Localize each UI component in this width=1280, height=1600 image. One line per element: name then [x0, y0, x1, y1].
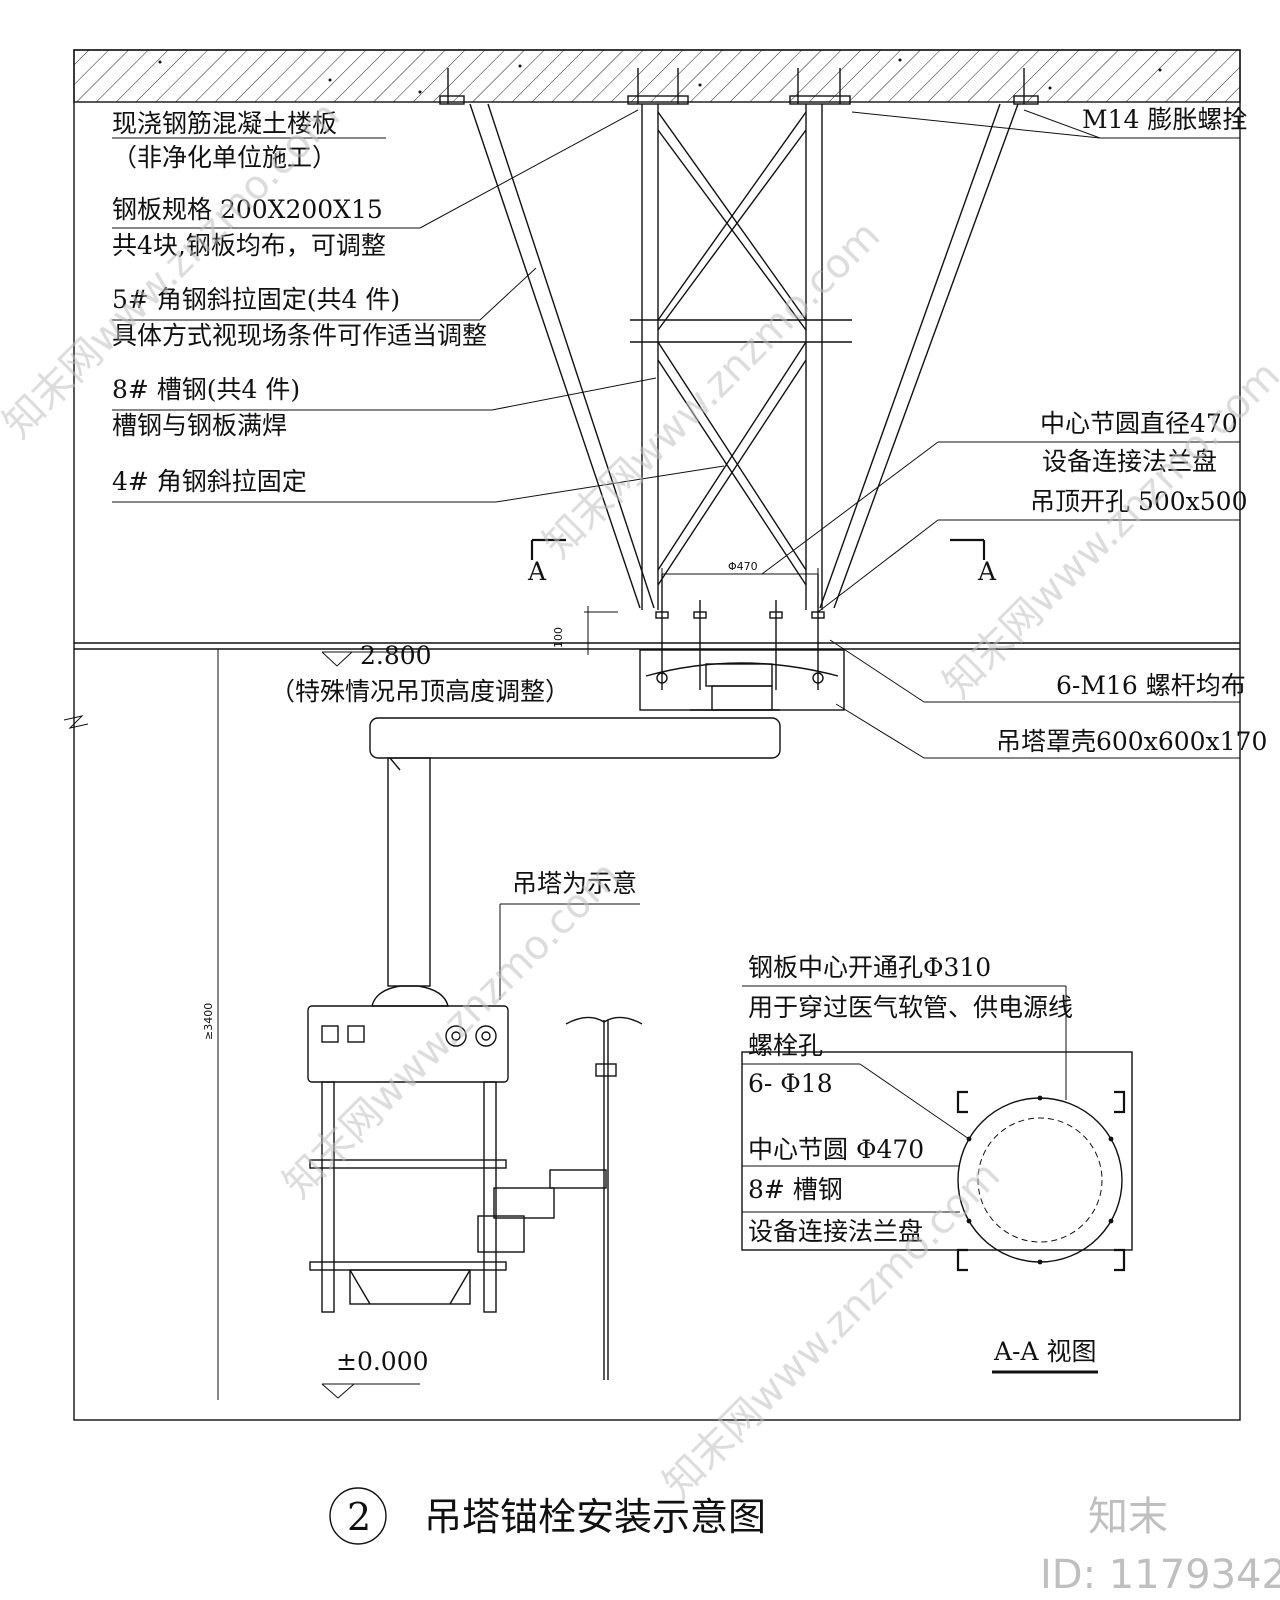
label-aa-flange: 设备连接法兰盘: [748, 1217, 923, 1246]
watermark-id: ID: 1179342829: [1040, 1552, 1280, 1598]
title-text: 吊塔锚栓安装示意图: [424, 1495, 766, 1539]
watermark-brand: 知末: [1088, 1494, 1168, 1540]
dim-470-label: Φ470: [728, 560, 758, 573]
label-slab-note: （非净化单位施工）: [112, 143, 337, 172]
watermark-text: 知末网www.znzmo.com: [935, 353, 1280, 708]
ceiling-line: [74, 642, 1240, 650]
label-aa-hole: 钢板中心开通孔Φ310: [748, 953, 991, 982]
dim-height-label: ≥3400: [202, 1003, 215, 1040]
m16-rods: [655, 574, 825, 690]
label-cover: 吊塔罩壳600x600x170: [996, 727, 1267, 756]
label-angle5-note: 具体方式视现场条件可作适当调整: [112, 321, 487, 350]
section-marker-right: A: [950, 538, 997, 586]
tower-arm: [369, 709, 781, 759]
watermark-text: 知末网www.znzmo.com: [275, 853, 630, 1208]
label-channel8: 8# 槽钢(共4 件): [112, 375, 300, 404]
section-a-right: A: [977, 557, 997, 586]
leader-lines: [112, 109, 1240, 1213]
tower-head: [307, 1005, 509, 1083]
label-slab: 现浇钢筋混凝土楼板: [112, 109, 337, 138]
level-mark-zero: [321, 1383, 420, 1399]
label-flange: 设备连接法兰盘: [1042, 447, 1217, 476]
level-mark-top: [321, 651, 420, 667]
aa-view-caption: A-A 视图: [992, 1337, 1098, 1374]
dimension-100: 100: [552, 606, 618, 655]
label-aa-view: A-A 视图: [993, 1337, 1097, 1366]
flange-plate: [645, 662, 839, 687]
expansion-bolts: [439, 68, 1039, 105]
label-aa-bolt-spec: 6- Φ18: [748, 1069, 833, 1098]
label-aa-bolt: 螺栓孔: [748, 1031, 823, 1060]
channel-steel-frame: [630, 104, 852, 610]
watermark-text: 知末网www.znzmo.com: [535, 213, 890, 568]
label-aa-pitch: 中心节圆 Φ470: [748, 1135, 924, 1164]
drawing-title: 2 吊塔锚栓安装示意图: [329, 1487, 766, 1545]
aa-section-view: [741, 1051, 1133, 1272]
label-ceiling-hole: 吊顶开孔 500x500: [1030, 487, 1247, 516]
label-rod-m16: 6-M16 螺杆均布: [1056, 671, 1246, 700]
detail-number: 2: [347, 1495, 371, 1539]
diagonal-angle-steel: [469, 103, 1019, 609]
section-a-left: A: [527, 557, 547, 586]
label-angle5: 5# 角钢斜拉固定(共4 件): [112, 285, 400, 314]
iv-pole: [477, 1016, 643, 1380]
label-bolt-m14: M14 膨胀螺拴: [1082, 105, 1247, 134]
label-level-zero: ±0.000: [336, 1347, 429, 1376]
label-level-top: 2.800: [360, 641, 432, 670]
dim-100-label: 100: [552, 627, 565, 648]
label-pitch-470: 中心节圆直径470: [1040, 409, 1238, 438]
label-plate-spec: 钢板规格 200X200X15: [112, 195, 383, 224]
label-angle4: 4# 角钢斜拉固定: [112, 467, 307, 496]
label-channel8-note: 槽钢与钢板满焊: [112, 411, 287, 440]
label-plate-note: 共4块,钢板均布，可调整: [112, 231, 386, 260]
watermark-text: 知末网www.znzmo.com: [655, 1153, 1010, 1508]
tower-shelves: [309, 1081, 507, 1313]
tower-column: [371, 757, 449, 1007]
dimension-height: ≥3400: [63, 648, 226, 1400]
label-tower-note: 吊塔为示意: [512, 869, 637, 898]
label-aa-channel: 8# 槽钢: [748, 1175, 843, 1204]
concrete-slab: [73, 49, 1241, 103]
label-level-note: （特殊情况吊顶高度调整）: [270, 677, 570, 706]
section-marker-left: A: [527, 538, 566, 586]
dimension-470: Φ470: [661, 560, 819, 580]
label-aa-hole-note: 用于穿过医气软管、供电源线: [748, 993, 1073, 1022]
